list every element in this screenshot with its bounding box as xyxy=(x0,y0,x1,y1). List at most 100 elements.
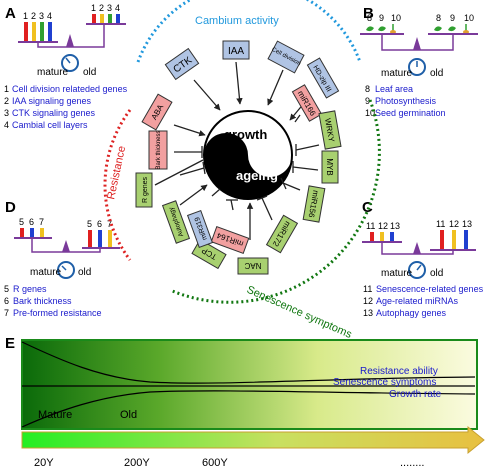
num-10: 10 xyxy=(391,13,401,23)
num-12: 12 xyxy=(378,221,388,231)
old-label: old xyxy=(78,267,91,278)
cambium-activity-label: Cambium activity xyxy=(195,15,279,27)
legend-text: Cambial cell layers xyxy=(12,120,88,130)
legend-num: 1 xyxy=(4,84,9,94)
ctk-box: CTK xyxy=(164,47,200,81)
mature-label: mature xyxy=(37,67,69,78)
panel-a: A 1 2 3 4 1 2 3 4 mature old xyxy=(4,3,128,130)
cell-division-box: Cell division xyxy=(267,40,305,74)
panel-b-letter: B xyxy=(363,5,374,22)
panel-d-left-pan: 5 6 7 xyxy=(14,217,52,239)
num-7: 7 xyxy=(107,219,112,229)
growth-curve xyxy=(21,390,476,428)
bar-5 xyxy=(88,230,92,248)
iaa-box: IAA xyxy=(222,40,250,60)
ageing-label: ageing xyxy=(236,168,278,183)
panel-a-left-pan: 1 2 3 4 xyxy=(18,11,58,43)
panel-e-curves xyxy=(21,341,476,428)
leaf-icon xyxy=(434,26,442,32)
central-diagram: Cambium activity Resistance Senescence s… xyxy=(103,0,381,341)
mir166-inhibit xyxy=(294,114,301,123)
bar-3 xyxy=(40,22,44,42)
bar-2 xyxy=(32,22,36,42)
hd-zip-box: HD-zip III xyxy=(306,57,340,99)
bar-11 xyxy=(370,232,374,242)
num-9: 9 xyxy=(450,13,455,23)
legend-num: 3 xyxy=(4,108,9,118)
panel-e-letter: E xyxy=(5,335,15,352)
panel-a-letter: A xyxy=(5,5,16,22)
num-11: 11 xyxy=(366,221,375,231)
panel-d-legend: 5 R genes 6 Bark thickness 7 Pre-formed … xyxy=(4,284,102,318)
tcp-arrow xyxy=(179,184,208,206)
iaa-label: IAA xyxy=(228,46,244,57)
r-genes-box: R genes xyxy=(135,172,153,208)
legend-text: Photosynthesis xyxy=(375,96,437,106)
cambium-arc xyxy=(136,0,362,63)
age-200y: 200Y xyxy=(124,457,150,469)
mature-label: mature xyxy=(381,268,413,279)
num-5: 5 xyxy=(87,219,92,229)
bar-1 xyxy=(92,14,96,24)
mir172-inhibit xyxy=(261,197,273,221)
panel-e-gradient-box xyxy=(21,339,478,430)
autophagy-bar xyxy=(202,161,206,175)
r-genes-inhibit xyxy=(154,159,204,186)
panel-b: B 8 9 10 8 9 10 mature old 8 xyxy=(360,5,478,118)
num-4: 4 xyxy=(115,3,120,13)
bar-7 xyxy=(40,228,44,238)
num-1: 1 xyxy=(23,11,28,21)
legend-num: 5 xyxy=(4,284,9,294)
panel-c-left-pan: 11 12 13 xyxy=(362,221,402,243)
mature-stage-label: Mature xyxy=(38,409,72,421)
mature-label: mature xyxy=(381,68,413,79)
iaa-arrow xyxy=(235,61,243,105)
old-label: old xyxy=(430,268,443,279)
mir156-inhibit xyxy=(282,182,301,191)
bar-6 xyxy=(30,228,34,238)
nac-label: NAC xyxy=(244,261,261,270)
myb-box: MYB xyxy=(321,150,339,184)
num-10: 10 xyxy=(464,13,474,23)
r-genes-label: R genes xyxy=(142,176,149,203)
mir172-box: miR172 xyxy=(265,214,299,254)
aba-box: ABA xyxy=(141,93,173,131)
legend-num: 9 xyxy=(365,96,370,106)
mir319-inhibit xyxy=(211,188,221,197)
wrky-box: WRKY xyxy=(318,110,342,150)
mir164-bar xyxy=(230,199,234,211)
myb-label: MYB xyxy=(325,158,334,175)
mir164-box: miR164 xyxy=(210,226,250,254)
old-stage-label: Old xyxy=(120,409,137,421)
old-label: old xyxy=(430,68,443,79)
senescence-arc xyxy=(169,99,381,304)
wrky-inhibit xyxy=(295,144,320,151)
mir156-bar xyxy=(280,177,287,190)
balance-pivot xyxy=(413,242,421,254)
leaf-icon xyxy=(378,26,386,32)
num-13: 13 xyxy=(462,219,472,229)
cell-division-arrow xyxy=(267,69,284,106)
senescence-symptoms-curve-label: Senescence symptoms xyxy=(333,377,436,388)
num-3: 3 xyxy=(39,11,44,21)
panel-d-right-pan: 5 6 7 xyxy=(82,219,120,249)
num-6: 6 xyxy=(97,219,102,229)
yin-yang-dark xyxy=(204,133,292,199)
bar-3 xyxy=(108,14,112,24)
panel-c: C 11 12 13 11 12 13 mature old 11 Senesc… xyxy=(362,199,484,318)
bar-12 xyxy=(452,230,456,250)
legend-text: Seed germination xyxy=(375,108,446,118)
wrky-label: WRKY xyxy=(323,117,336,143)
bar-6 xyxy=(98,230,102,248)
clock-hand xyxy=(61,265,67,271)
age-ellipsis: ........ xyxy=(400,457,424,469)
legend-text: CTK signaling genes xyxy=(12,108,96,118)
num-6: 6 xyxy=(29,217,34,227)
nac-box: NAC xyxy=(237,257,269,275)
regulatory-arrows xyxy=(154,61,320,240)
clock-hand xyxy=(65,57,71,64)
panel-d-letter: D xyxy=(5,199,16,216)
legend-num: 12 xyxy=(363,296,373,306)
yin-yang: growth ageing xyxy=(203,110,293,200)
